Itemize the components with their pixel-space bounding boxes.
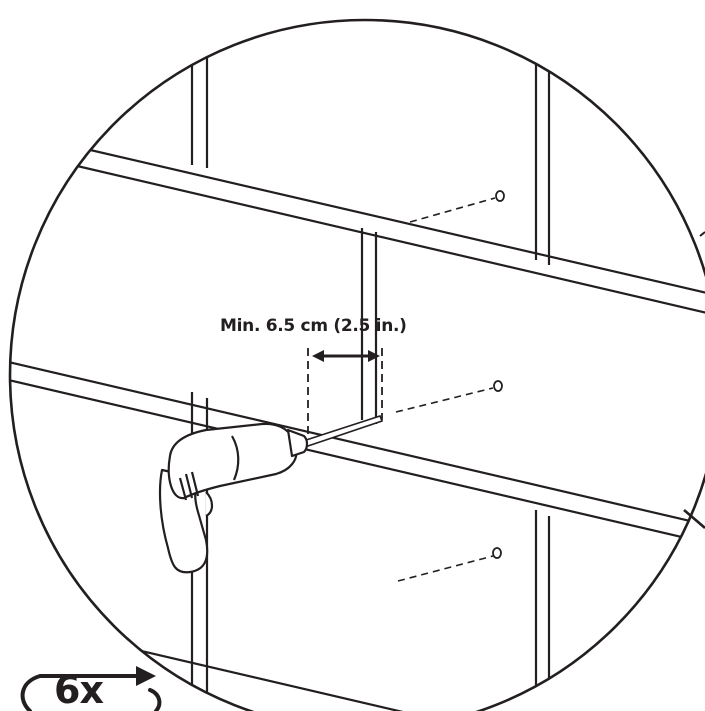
slanted-rails: [10, 141, 705, 711]
min-distance-label: Min. 6.5 cm (2.5 in.): [220, 316, 407, 336]
repeat-arrow-icon: [20, 666, 162, 711]
screw-holes: [492, 190, 505, 559]
detail-circle: [8, 18, 705, 711]
repeat-count-label: 6x: [54, 668, 104, 711]
power-drill-icon: [158, 422, 309, 574]
screw-guides: [395, 197, 496, 582]
dimension-marker: [307, 348, 383, 436]
callout-tick: [699, 231, 705, 237]
callout-leader-line: [683, 509, 705, 529]
